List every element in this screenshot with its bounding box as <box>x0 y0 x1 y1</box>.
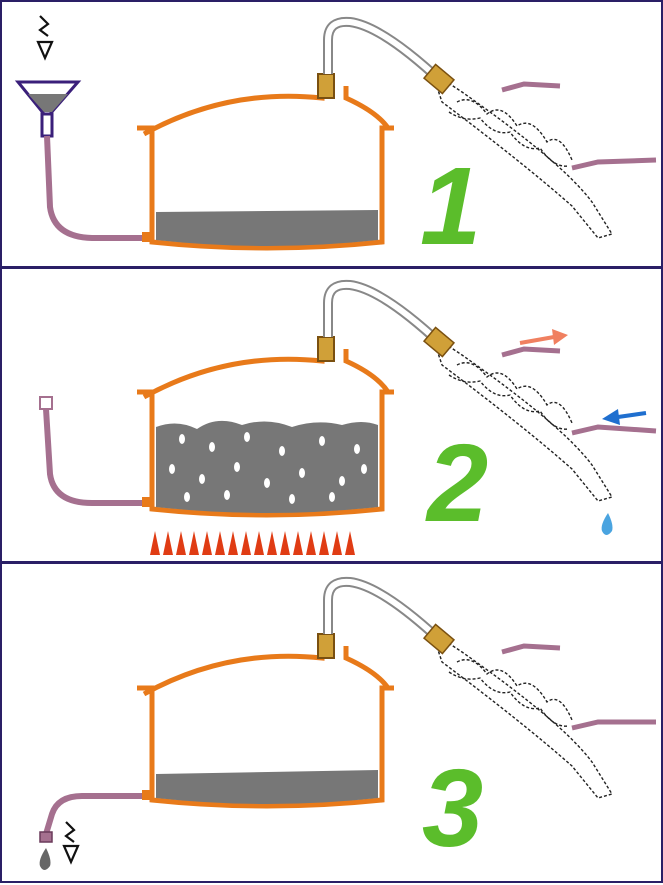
outlet-coupling <box>317 73 335 99</box>
step-1-diagram <box>14 15 657 251</box>
inlet-hose <box>39 396 142 506</box>
water-hose-upper <box>501 643 561 655</box>
vapor-bubbles <box>169 432 367 504</box>
water-hose-lower <box>571 424 657 436</box>
condenser <box>430 333 614 502</box>
water-hose-upper <box>501 81 561 93</box>
down-arrow-icon <box>62 821 80 865</box>
water-hose-upper <box>501 346 561 358</box>
step-1-panel: 1 <box>0 0 663 268</box>
liquid-level <box>156 770 378 804</box>
water-hose-lower <box>571 157 657 171</box>
vapor-tube <box>323 279 446 349</box>
step-2-panel: 2 <box>0 267 663 563</box>
flow-arrow-icon <box>519 329 568 345</box>
step-number: 3 <box>422 747 484 870</box>
water-hose-lower <box>571 719 656 731</box>
boiler-vessel <box>137 646 394 809</box>
drain-hose <box>43 793 142 835</box>
step-number: 1 <box>420 145 482 268</box>
liquid-level <box>156 210 378 246</box>
boiler-vessel <box>137 86 394 251</box>
boiler-vessel <box>137 349 394 518</box>
flow-arrow-icon <box>602 409 647 425</box>
outlet-coupling <box>317 336 335 362</box>
step-2-diagram <box>39 279 657 555</box>
condenser-coupling <box>422 623 456 655</box>
drop-icon <box>601 513 613 535</box>
vapor-tube <box>323 16 446 86</box>
step-3-diagram <box>39 576 656 870</box>
funnel-icon <box>14 80 82 138</box>
condenser <box>430 630 614 799</box>
down-arrow-icon <box>36 15 54 61</box>
drop-icon <box>39 848 51 870</box>
vapor-tube <box>323 576 446 646</box>
condenser <box>430 70 614 239</box>
condenser-coupling <box>422 326 456 358</box>
outlet-coupling <box>317 633 335 659</box>
step-number: 2 <box>427 422 489 545</box>
flame-icon <box>150 531 355 555</box>
condenser-coupling <box>422 63 456 95</box>
inlet-hose <box>44 135 142 241</box>
step-3-panel: 3 <box>0 562 663 883</box>
